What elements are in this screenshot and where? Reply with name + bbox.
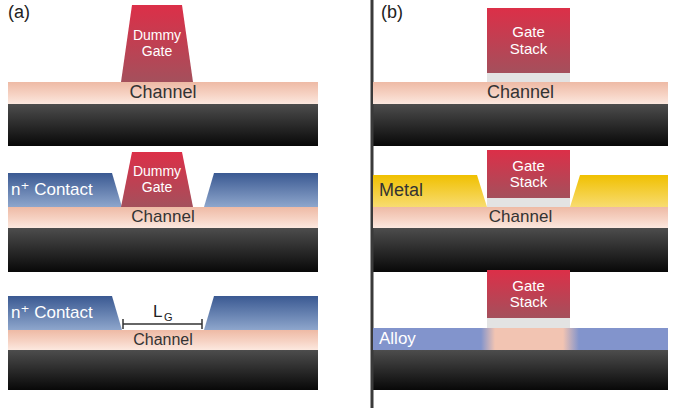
n-contact-region-label: n⁺ Contact bbox=[11, 304, 93, 323]
n-contact-region-outline bbox=[8, 296, 122, 330]
channel-layer-label: Channel bbox=[489, 208, 552, 227]
channel-layer-label: Channel bbox=[129, 83, 196, 103]
n-contact-region bbox=[204, 296, 318, 330]
metal-region bbox=[570, 175, 668, 207]
dimension-subscript: G bbox=[164, 312, 173, 323]
panel-label: (b) bbox=[381, 3, 403, 21]
dimension-line bbox=[123, 323, 202, 325]
substrate bbox=[373, 104, 668, 146]
dummy-gate-outline bbox=[121, 5, 193, 82]
n-contact-region-label: n⁺ Contact bbox=[11, 181, 93, 200]
dimension-label: L bbox=[153, 303, 162, 320]
gate-stack-label: Gate Stack bbox=[498, 24, 560, 57]
gate-stack: Gate Stack bbox=[487, 150, 570, 198]
channel-layer: Channel bbox=[8, 330, 318, 350]
n-contact-region: n⁺ Contact bbox=[8, 296, 122, 330]
dimension-tick bbox=[122, 319, 124, 329]
metal-region-label: Metal bbox=[379, 181, 423, 201]
gate-stack-label: Gate Stack bbox=[498, 158, 560, 191]
channel-layer-label: Channel bbox=[131, 208, 194, 227]
gate-dielectric bbox=[487, 198, 570, 207]
substrate bbox=[8, 350, 318, 390]
n-contact-region bbox=[204, 173, 318, 207]
channel-layer: Channel bbox=[373, 207, 668, 228]
substrate bbox=[373, 350, 668, 390]
channel-layer: Channel bbox=[8, 207, 318, 228]
substrate bbox=[8, 104, 318, 146]
panel-label: (a) bbox=[8, 3, 30, 21]
dummy-gate-label: Dummy Gate bbox=[129, 164, 185, 195]
dummy-gate: Dummy Gate bbox=[121, 5, 193, 82]
metal-region-outline bbox=[373, 175, 487, 207]
dummy-gate-label: Dummy Gate bbox=[129, 28, 185, 59]
gate-dielectric bbox=[487, 73, 570, 82]
n-contact-region: n⁺ Contact bbox=[8, 173, 122, 207]
dummy-gate: Dummy Gate bbox=[121, 152, 193, 207]
channel-layer: Channel bbox=[8, 82, 318, 104]
alloy-layer-label: Alloy bbox=[379, 330, 416, 349]
n-contact-region-outline bbox=[8, 173, 122, 207]
channel-layer-label: Channel bbox=[487, 83, 554, 103]
channel-layer-label: Channel bbox=[133, 331, 193, 349]
gate-dielectric bbox=[487, 318, 570, 328]
metal-region: Metal bbox=[373, 175, 487, 207]
alloy-layer: Alloy bbox=[373, 328, 668, 350]
dummy-gate-outline bbox=[121, 152, 193, 207]
gate-stack: Gate Stack bbox=[487, 270, 570, 318]
substrate bbox=[8, 228, 318, 272]
gate-stack-label: Gate Stack bbox=[498, 278, 560, 311]
channel-layer: Channel bbox=[373, 82, 668, 104]
gate-stack: Gate Stack bbox=[487, 8, 570, 73]
substrate bbox=[373, 228, 668, 272]
dimension-tick bbox=[201, 319, 203, 329]
